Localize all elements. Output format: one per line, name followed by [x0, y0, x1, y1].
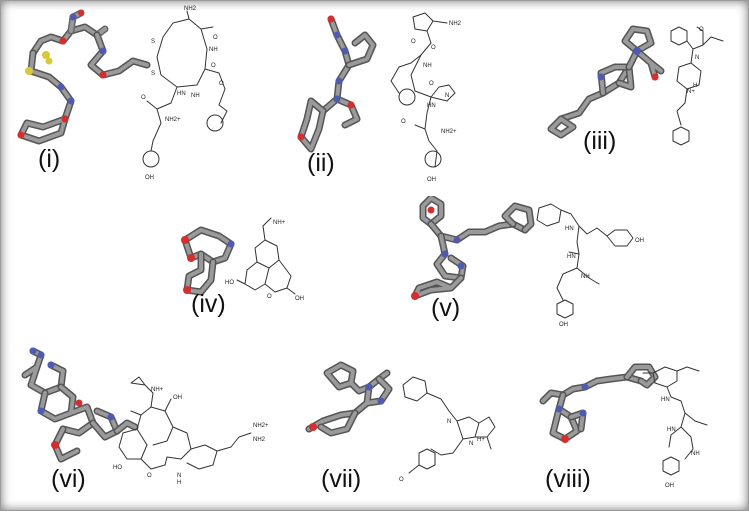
panel-label-vi: (vi): [51, 465, 86, 493]
panel-ii: (ii) NH2 O O NH O N HN O NH2+ OH: [251, 1, 501, 186]
svg-text:S: S: [151, 71, 155, 77]
svg-text:S: S: [151, 39, 155, 45]
structure-2d-iii: N O N+ H: [670, 26, 724, 146]
svg-text:O: O: [431, 45, 436, 51]
svg-text:HN: HN: [567, 254, 576, 260]
panel-v: (v) HN HN OH NH OH: [401, 196, 661, 331]
svg-text:NH: NH: [209, 47, 218, 53]
svg-text:O: O: [211, 63, 216, 69]
svg-text:OH: OH: [559, 322, 568, 328]
svg-text:OH: OH: [427, 177, 436, 183]
svg-text:N: N: [445, 93, 449, 99]
svg-text:N: N: [447, 419, 451, 425]
panel-iv: (iv) NH+ HO O OH: [161, 196, 311, 326]
panel-label-viii: (viii): [545, 465, 591, 493]
svg-text:NH: NH: [423, 63, 432, 69]
svg-text:OH: OH: [295, 296, 304, 302]
svg-text:N+: N+: [687, 89, 695, 95]
panel-viii: (viii) HN HN NH OH: [531, 341, 749, 512]
svg-text:O: O: [399, 477, 404, 483]
svg-text:O: O: [429, 81, 434, 87]
structure-2d-i: NH2 O NH O S S HN O NH O NH2+ OH: [141, 6, 228, 181]
svg-text:O: O: [147, 473, 152, 479]
svg-text:NH: NH: [191, 93, 200, 99]
panel-vii: (vii) N N H+ O: [291, 341, 531, 512]
svg-text:NH2: NH2: [253, 437, 266, 443]
molecule-3d-viii: [539, 363, 659, 443]
svg-text:NH+: NH+: [273, 220, 286, 226]
svg-text:NH2: NH2: [449, 21, 462, 27]
svg-text:HN: HN: [177, 91, 186, 97]
svg-text:H: H: [177, 480, 181, 486]
svg-text:OH: OH: [665, 483, 674, 489]
svg-text:O: O: [219, 81, 224, 87]
svg-text:OH: OH: [635, 238, 644, 244]
svg-text:NH+: NH+: [151, 387, 164, 393]
svg-text:NH: NH: [581, 274, 590, 280]
panel-i: (i) NH2 O NH O S S HN O NH O NH2+ OH: [1, 1, 251, 186]
svg-text:O: O: [141, 95, 146, 101]
svg-text:N: N: [469, 441, 473, 447]
svg-text:O: O: [699, 27, 704, 33]
panel-label-iii: (iii): [583, 127, 617, 155]
svg-text:O: O: [267, 294, 272, 300]
svg-text:OH: OH: [173, 395, 182, 401]
structure-2d-vii: N N H+ O: [399, 376, 496, 483]
svg-text:HN: HN: [427, 103, 436, 109]
panel-label-iv: (iv): [191, 290, 226, 318]
panel-label-v: (v): [431, 294, 461, 322]
panel-label-ii: (ii): [307, 149, 335, 177]
molecule-3d-ii: [297, 15, 377, 153]
molecule-3d-i: [17, 9, 151, 145]
panel-label-i: (i): [38, 145, 61, 173]
panel-label-vii: (vii): [321, 465, 362, 493]
molecule-3d-v: [411, 196, 535, 300]
svg-text:HO: HO: [113, 465, 122, 471]
molecule-3d-vii: [305, 361, 393, 437]
svg-text:N: N: [695, 55, 699, 61]
molecule-3d-iv: [181, 226, 235, 296]
svg-text:H+: H+: [477, 437, 485, 443]
panel-vi: (vi) NH+ OH NH2+ NH2 HO O N H: [1, 341, 291, 512]
svg-text:NH: NH: [691, 451, 700, 457]
svg-text:NH2+: NH2+: [441, 129, 457, 135]
svg-text:H: H: [693, 83, 697, 89]
svg-text:HN: HN: [667, 427, 676, 433]
structure-2d-viii: HN HN NH OH: [642, 366, 708, 489]
panel-iii: (iii) N O N+ H: [501, 1, 749, 186]
molecule-3d-iii: [547, 25, 665, 139]
svg-text:O: O: [401, 119, 406, 125]
svg-text:NH2+: NH2+: [165, 117, 181, 123]
svg-text:HO: HO: [225, 280, 234, 286]
structure-2d-ii: NH2 O O NH O N HN O NH2+ OH: [390, 12, 462, 183]
svg-text:OH: OH: [145, 175, 154, 181]
molecule-3d-vi: [21, 347, 139, 463]
svg-text:HN: HN: [661, 397, 670, 403]
svg-text:HN: HN: [565, 226, 574, 232]
svg-text:NH2: NH2: [184, 6, 197, 12]
svg-text:O: O: [213, 35, 218, 41]
svg-text:O: O: [411, 39, 416, 45]
svg-text:N: N: [177, 473, 181, 479]
svg-text:NH2+: NH2+: [253, 423, 269, 429]
structure-2d-iv: NH+ HO O OH: [225, 217, 304, 302]
structure-2d-vi: NH+ OH NH2+ NH2 HO O N H: [113, 376, 269, 486]
structure-2d-v: HN HN OH NH OH: [536, 203, 644, 328]
